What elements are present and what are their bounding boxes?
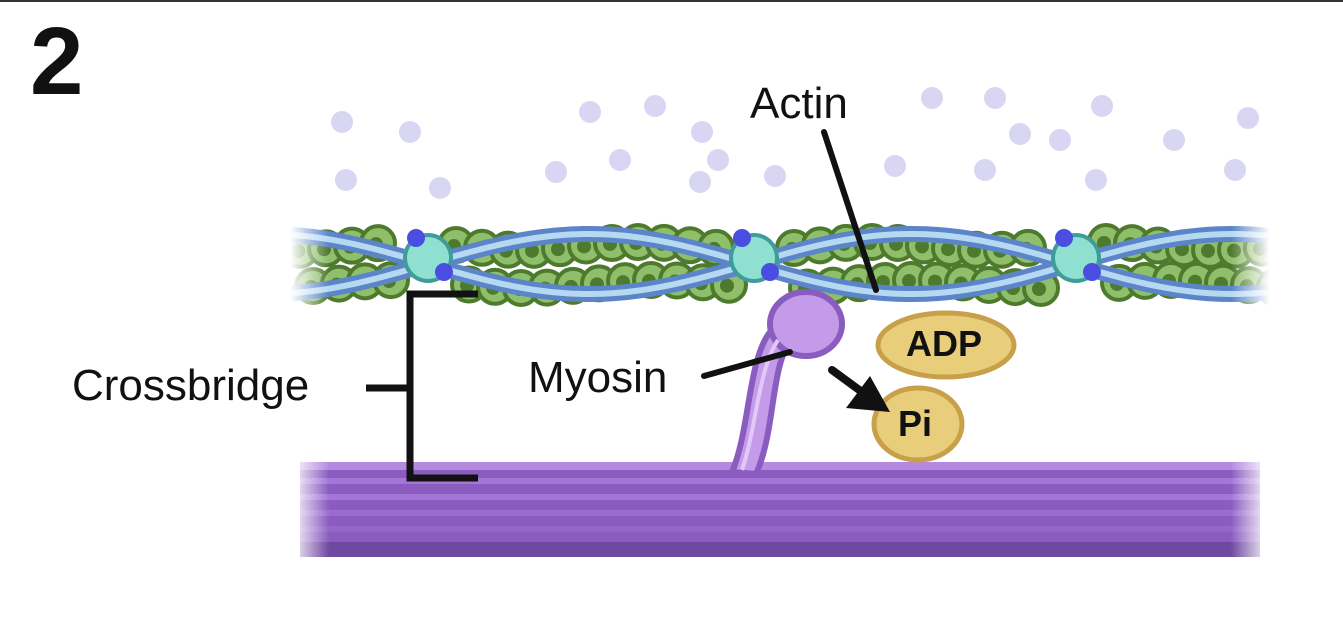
- actin-filament: [281, 223, 1294, 307]
- actin-bead-core: [1201, 243, 1215, 258]
- ion-dot: [429, 177, 451, 199]
- ion-dot: [609, 149, 631, 171]
- ion-dot: [399, 121, 421, 143]
- ion-dot: [707, 149, 729, 171]
- troponin-dot: [761, 263, 779, 281]
- ion-dot: [1237, 107, 1259, 129]
- crossbridge-bracket: [406, 290, 478, 482]
- ion-dot: [545, 161, 567, 183]
- ion-dot: [884, 155, 906, 177]
- ion-dot: [689, 171, 711, 193]
- myosin-head: [727, 289, 845, 478]
- step-number: 2: [30, 8, 84, 115]
- tropomyosin-strand-highlight: [289, 231, 1281, 297]
- ion-dot: [1085, 169, 1107, 191]
- ion-dot: [1224, 159, 1246, 181]
- ion-dots: [331, 87, 1259, 199]
- ion-dot: [644, 95, 666, 117]
- troponin-dot: [435, 263, 453, 281]
- ion-dot: [1049, 129, 1071, 151]
- actin-bead-core: [551, 242, 565, 257]
- actin-bead-core: [291, 243, 305, 258]
- actin-label: Actin: [750, 79, 848, 128]
- actin-pointer-line: [821, 129, 879, 293]
- actin-bead-core: [525, 243, 539, 258]
- actin-bead-core: [941, 242, 955, 257]
- troponin-dot: [733, 229, 751, 247]
- release-arrowhead-icon: [846, 376, 890, 412]
- troponin-complexes: [403, 229, 1101, 283]
- troponin-dot: [1055, 229, 1073, 247]
- actin-bead-core: [902, 274, 916, 289]
- crossbridge-label: Crossbridge: [72, 361, 310, 410]
- ion-dot: [921, 87, 943, 109]
- actin-bead-core: [720, 278, 734, 293]
- ion-dot: [1091, 95, 1113, 117]
- myosin-pointer-line: [701, 349, 793, 379]
- ion-dot: [1009, 123, 1031, 145]
- ion-dot: [764, 165, 786, 187]
- release-arrow-shaft: [828, 366, 866, 396]
- myosin-label: Myosin: [528, 353, 668, 402]
- troponin-dot: [407, 229, 425, 247]
- actin-bead-core: [577, 239, 591, 254]
- actin-bead-core: [1227, 243, 1241, 258]
- adp-label: ADP: [906, 323, 983, 364]
- pi-label: Pi: [898, 403, 933, 444]
- tropomyosin-strands: [289, 226, 1281, 302]
- actin-bead-core: [1032, 281, 1046, 296]
- troponin-dot: [1083, 263, 1101, 281]
- ion-dot: [331, 111, 353, 133]
- pi-molecule: [871, 385, 965, 463]
- tropomyosin-strand-highlight: [289, 231, 1281, 297]
- ion-dot: [691, 121, 713, 143]
- ion-dot: [1163, 129, 1185, 151]
- actin-bead-core: [915, 239, 929, 254]
- ion-dot: [579, 101, 601, 123]
- actin-bead-core: [1253, 241, 1267, 256]
- adp-molecule: [875, 310, 1017, 380]
- ion-dot: [974, 159, 996, 181]
- ion-dot: [984, 87, 1006, 109]
- ion-dot: [335, 169, 357, 191]
